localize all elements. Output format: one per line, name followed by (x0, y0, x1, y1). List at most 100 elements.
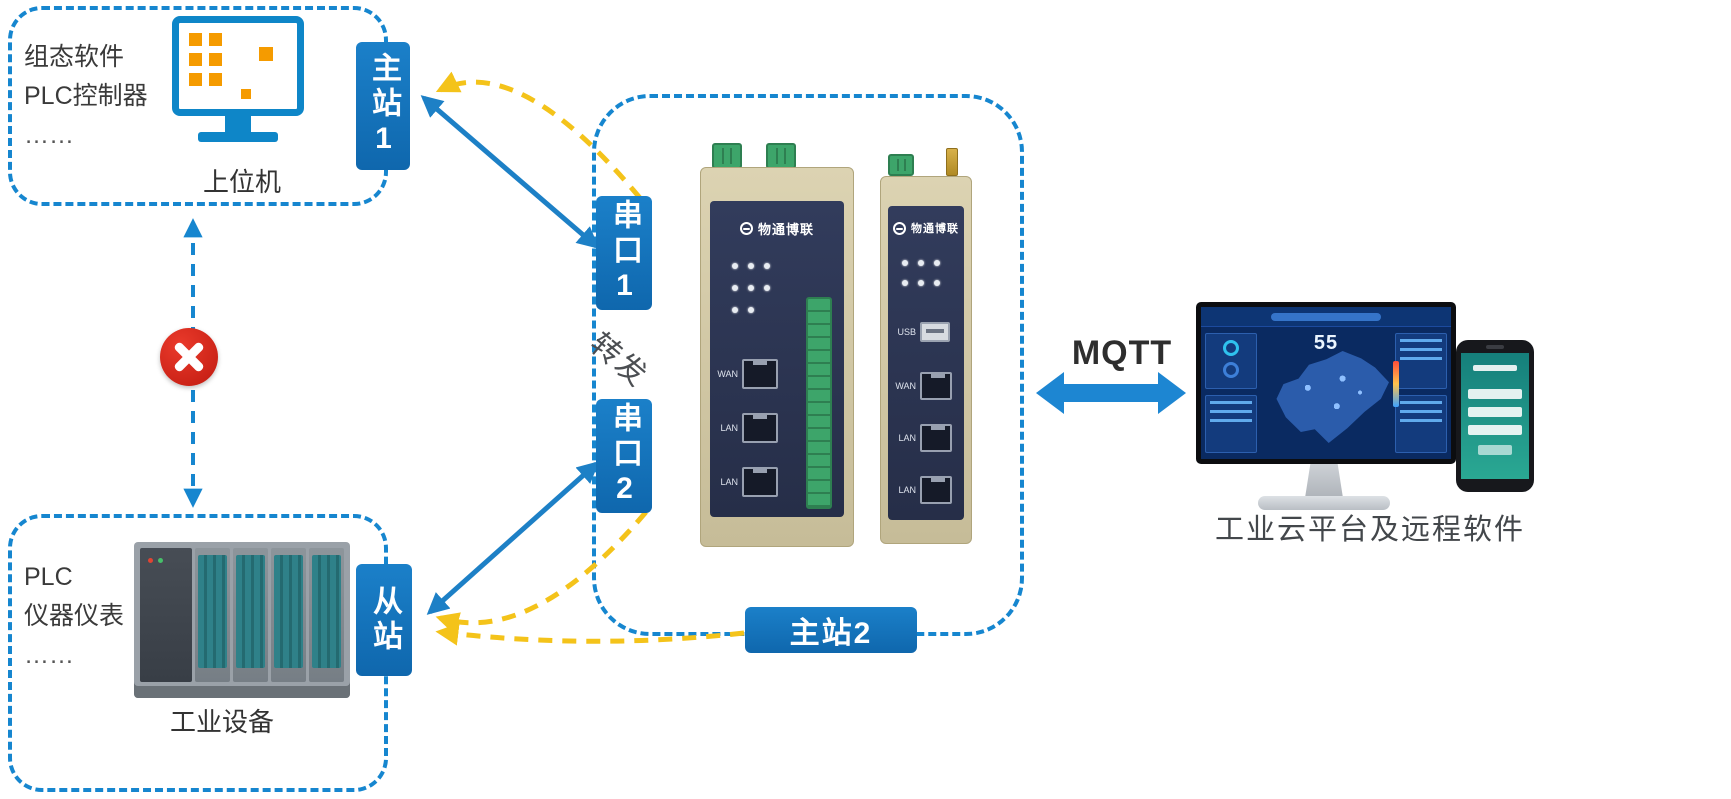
led-row (902, 280, 940, 286)
ethernet-port-icon (742, 467, 778, 497)
screen-pixel (189, 53, 202, 66)
screen-pixel (189, 33, 202, 46)
plc-module-door (236, 555, 265, 668)
ethernet-port-icon (920, 372, 952, 400)
lan-port-row: LAN (712, 467, 778, 497)
china-map (1276, 351, 1389, 443)
device-text-block: PLC 仪器仪表 …… (24, 558, 124, 675)
brand-logo-icon (739, 222, 753, 235)
badge-slave: 从站 (356, 564, 412, 676)
usb-port-row: USB (894, 322, 950, 342)
led-indicator (918, 260, 924, 266)
port-label: LAN (898, 485, 916, 495)
blocked-icon (160, 328, 218, 386)
device-group-box: PLC 仪器仪表 …… 工业设备 (8, 514, 388, 792)
usb-port-icon (920, 322, 950, 342)
instrument-label: 仪器仪表 (24, 602, 125, 630)
gateway2-panel: 物通博联 USB WAN LAN (888, 206, 964, 520)
led-indicator (764, 263, 770, 269)
gauge-ring (1223, 362, 1239, 378)
ellipsis-label: …… (24, 641, 74, 669)
host-caption: 上位机 (202, 167, 281, 197)
screen-pixel (209, 73, 222, 86)
brand-logo-icon (893, 221, 906, 235)
map-legend-bar (1393, 361, 1399, 407)
lan-port-row: LAN (894, 476, 952, 504)
dashboard-bars (1400, 401, 1442, 423)
monitor-stand-icon (225, 116, 251, 132)
terminal-block-icon (888, 154, 914, 176)
screen-pixel (209, 33, 222, 46)
terminal-block-icon (712, 143, 742, 169)
brand-row: 物通博联 (888, 220, 964, 236)
lan-port-row: LAN (894, 424, 952, 452)
monitor-screen-icon (172, 16, 304, 116)
led-indicator (934, 260, 940, 266)
plc-io-module (271, 548, 306, 682)
dashboard-panel-left (1205, 333, 1257, 389)
led-indicator (732, 307, 738, 313)
config-software-label: 组态软件 (24, 43, 125, 71)
gateway2-image: 物通博联 USB WAN LAN (880, 148, 972, 544)
terminal-block-icon (766, 143, 796, 169)
plc-led-green (158, 558, 163, 563)
led-row (732, 307, 754, 313)
device-count-value: 55 (1313, 332, 1339, 354)
led-indicator (748, 263, 754, 269)
led-indicator (732, 285, 738, 291)
brand-label: 物通博联 (757, 222, 814, 237)
cloud-monitor: 55 (1196, 302, 1456, 464)
ellipsis-label: …… (24, 121, 74, 149)
brand-row: 物通博联 (710, 219, 844, 238)
antenna-icon (946, 148, 958, 176)
ethernet-port-icon (920, 424, 952, 452)
ethernet-port-icon (920, 476, 952, 504)
badge-serial1: 串口1 (596, 196, 652, 310)
dashboard-panel-right (1395, 333, 1447, 389)
cloud-monitor-base (1258, 496, 1390, 510)
badge-master2: 主站2 (745, 607, 917, 653)
phone-title-bar (1473, 365, 1517, 371)
port-label: WAN (895, 381, 916, 391)
dashboard-panel-left (1205, 395, 1257, 453)
phone-input-bar (1468, 389, 1522, 399)
port-label: LAN (898, 433, 916, 443)
plc-io-module (309, 548, 344, 682)
ethernet-port-icon (742, 359, 778, 389)
arrow-master1-serial1 (420, 95, 600, 249)
led-indicator (748, 307, 754, 313)
led-indicator (764, 285, 770, 291)
screen-pixel (241, 89, 251, 99)
plc-module-door (198, 555, 227, 668)
plc-cpu-module (140, 548, 192, 682)
led-indicator (748, 285, 754, 291)
brand-label: 物通博联 (911, 223, 959, 235)
host-group-box: 组态软件 PLC控制器 …… 上位机 (8, 6, 388, 206)
port-label: USB (897, 327, 916, 337)
cloud-phone (1456, 340, 1534, 492)
led-row (902, 260, 940, 266)
badge-master1: 主站1 (356, 42, 410, 170)
phone-speaker-icon (1486, 345, 1504, 349)
lan-port-row: LAN (712, 413, 778, 443)
phone-screen (1461, 353, 1529, 479)
screen-pixel (259, 47, 273, 61)
plc-module-door (274, 555, 303, 668)
host-text-block: 组态软件 PLC控制器 …… (24, 38, 148, 155)
phone-button (1478, 445, 1512, 455)
plc-io-module (195, 548, 230, 682)
device-caption: 工业设备 (169, 707, 274, 737)
phone-input-bar (1468, 407, 1522, 417)
screen-pixel (189, 73, 202, 86)
dashboard-panel-right (1395, 395, 1447, 453)
led-row (732, 285, 770, 291)
led-indicator (934, 280, 940, 286)
plc-led-red (148, 558, 153, 563)
monitor-base-icon (198, 132, 278, 142)
dashboard-bars (1400, 339, 1442, 361)
dashboard-screen: 55 (1201, 307, 1451, 459)
wan-port-row: WAN (712, 359, 778, 389)
dashboard-title-bar (1271, 313, 1381, 321)
led-row (732, 263, 770, 269)
phone-input-bar (1468, 425, 1522, 435)
